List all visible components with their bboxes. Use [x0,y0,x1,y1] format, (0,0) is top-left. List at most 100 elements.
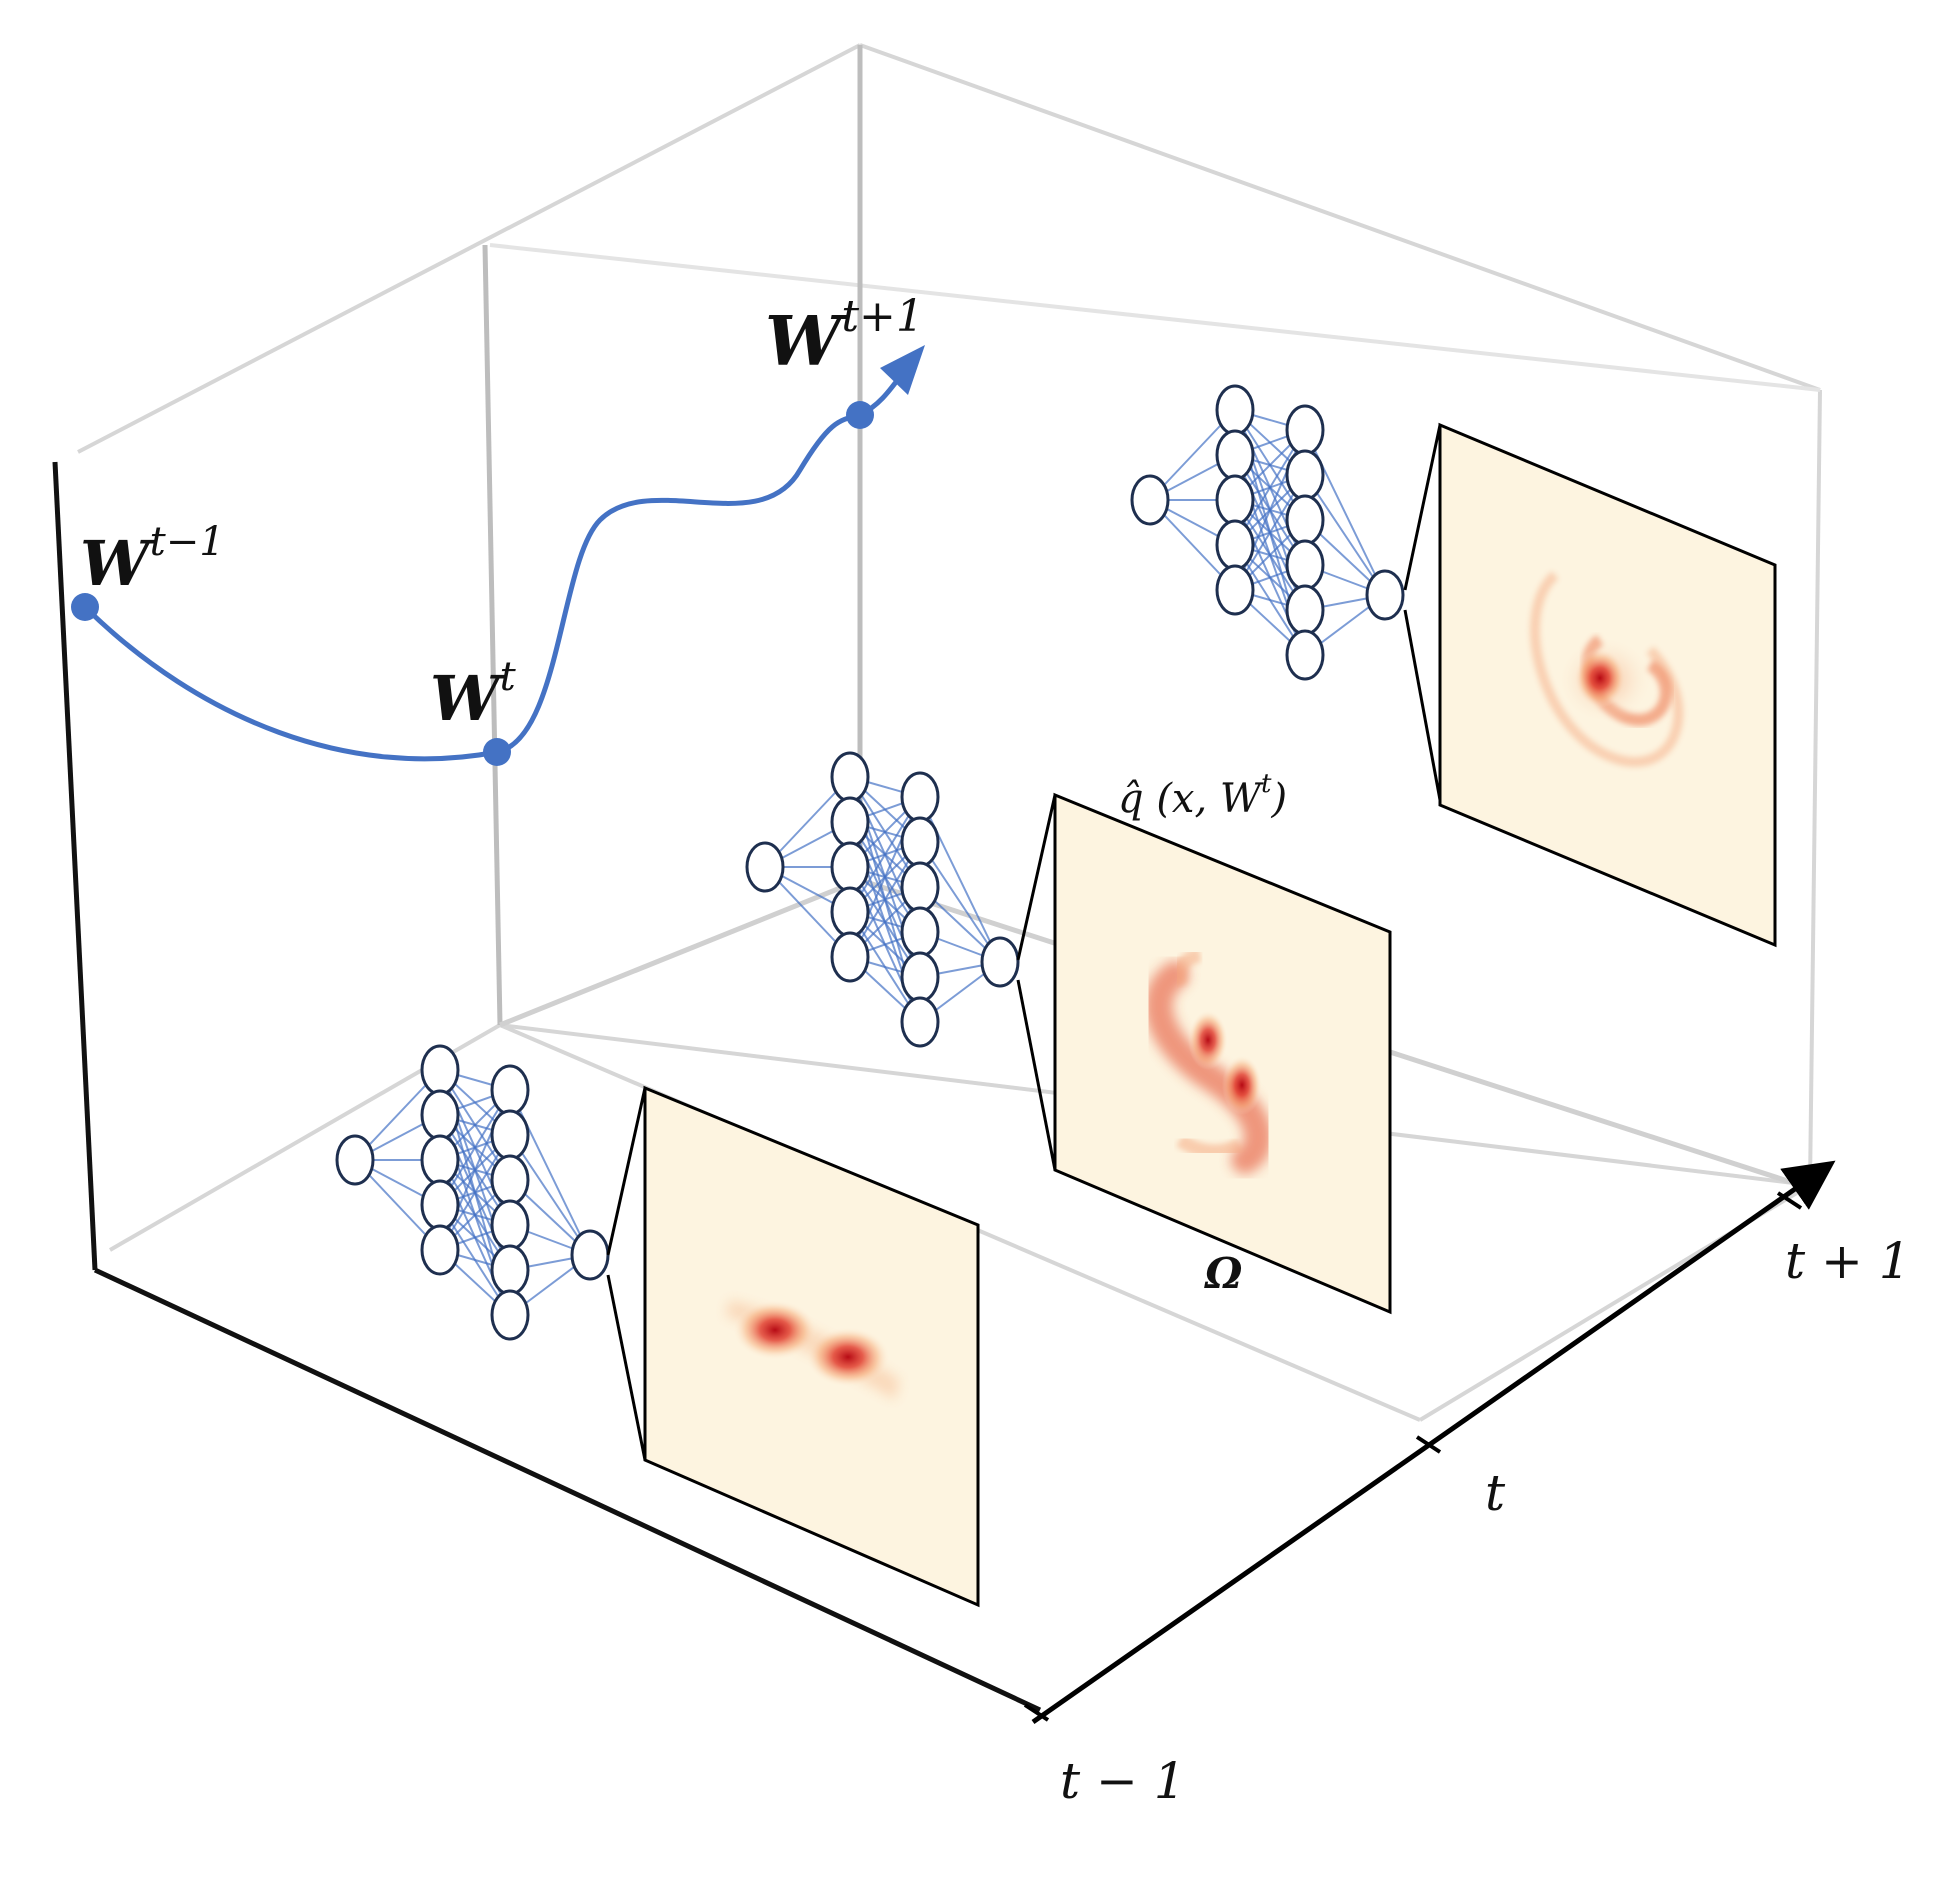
network-prev-node-layer-1 [420,1179,460,1231]
box-right-edge [1808,389,1822,1186]
density-panel-next [1403,422,1777,948]
network-prev-node-layer-1 [420,1089,460,1141]
weight-label-next-sup: t+1 [841,291,924,342]
panel-curr-density-tail-top [1172,948,1202,987]
box-mid-top-guide [489,243,1821,392]
weight-label-prev-base: W [80,527,155,600]
network-curr-node-layer-3 [980,936,1020,988]
network-prev-edge [509,1134,591,1256]
network-next-node-layer-1 [1215,564,1255,616]
panel-next-spiral-outer [1530,571,1684,767]
box-frame [52,43,1822,1713]
panel-curr-density-peak-2 [1222,1055,1262,1115]
weight-point-next [846,401,874,429]
network-prev [335,1044,610,1341]
panel-next-projection-bottom [1403,609,1442,801]
density-function-label-sup: t [1261,769,1272,799]
panel-next-density-peak [1574,648,1626,708]
network-curr-node-layer-1 [830,886,870,938]
network-next-edges [1149,409,1386,656]
network-next-node-layer-2 [1285,404,1325,456]
network-curr-edge [919,841,1001,963]
network-next-node-layer-2 [1285,629,1325,681]
panel-prev-density-peak-2 [806,1327,890,1387]
box-front-vertical [52,461,98,1271]
network-prev-node-layer-1 [420,1044,460,1096]
network-curr-node-layer-1 [830,751,870,803]
time-axis-tick-2 [1776,1191,1803,1210]
network-curr-node-layer-2 [900,816,940,868]
time-tick-label-2: t + 1 [1785,1232,1911,1290]
network-next-node-layer-1 [1215,474,1255,526]
network-curr-node-layer-2 [900,906,940,958]
time-axis-line [1031,1160,1836,1725]
network-next-edge [1304,474,1386,596]
box-mid-vertical [482,244,503,1026]
domain-omega-label: Ω [1204,1249,1243,1298]
network-next-node-layer-2 [1285,449,1325,501]
weight-label-next-base: W [765,302,847,382]
network-next-node-layer-2 [1285,494,1325,546]
box-front-floor-edge [93,1267,1042,1713]
network-next-node-layer-1 [1215,429,1255,481]
network-next-node-layer-2 [1285,539,1325,591]
network-prev-node-layer-2 [490,1244,530,1296]
network-curr-node-layer-0 [745,841,785,893]
trajectory-arrowhead [880,345,925,395]
weight-label-curr-sup: t [500,654,517,700]
network-prev-node-layer-2 [490,1064,530,1116]
density-panel-prev [606,1085,980,1608]
panel-curr-projection-top [1016,794,1057,961]
box-back-floor-left [499,877,861,1028]
neural-networks [335,384,1405,1341]
network-curr-node-layer-1 [830,841,870,893]
density-function-label-main: q̂ (x, W [1118,776,1264,822]
time-tick-label-1: t [1485,1464,1506,1522]
network-prev-node-layer-1 [420,1134,460,1186]
network-prev-node-layer-0 [335,1134,375,1186]
network-curr-node-layer-2 [900,861,940,913]
network-next-node-layer-2 [1285,584,1325,636]
weight-point-curr [483,738,511,766]
network-curr-edges [764,776,1001,1023]
weight-trajectory: Wt−1 Wt Wt+1 [71,291,925,766]
network-next-node-layer-1 [1215,384,1255,436]
network-next [1130,384,1405,681]
network-curr-node-layer-2 [900,996,940,1048]
weight-point-prev [71,593,99,621]
network-curr-node-layer-2 [900,951,940,1003]
density-function-label: q̂ (x, Wt) [1118,769,1287,822]
network-curr-node-layer-2 [900,771,940,823]
network-next-node-layer-1 [1215,519,1255,571]
time-axis-tick-1 [1415,1435,1442,1454]
weight-label-curr: Wt [430,654,517,735]
network-prev-node-layer-2 [490,1154,530,1206]
panel-curr-density-tail-bottom [1176,1134,1244,1159]
time-tick-label-0: t − 1 [1060,1752,1186,1810]
time-axis: t − 1 t t + 1 [1023,1160,1911,1810]
panel-prev-density-peak-1 [733,1300,817,1360]
density-panel-curr: q̂ (x, Wt) Ω [1016,769,1392,1315]
network-prev-node-layer-2 [490,1109,530,1161]
network-prev-node-layer-1 [420,1224,460,1276]
network-curr [745,751,1020,1048]
panel-curr-density [1144,948,1273,1174]
network-curr-node-layer-1 [830,931,870,983]
density-function-label-close: ) [1270,776,1287,822]
network-prev-node-layer-3 [570,1229,610,1281]
panel-next-projection-top [1403,424,1442,591]
network-prev-node-layer-2 [490,1199,530,1251]
network-next-node-layer-3 [1365,569,1405,621]
weight-label-prev-sup: t−1 [150,519,225,565]
network-next-node-layer-0 [1130,474,1170,526]
panel-curr-density-peak-1 [1188,1010,1228,1070]
panel-prev-projection-top [606,1087,647,1256]
panel-prev-density [725,1300,900,1400]
network-prev-node-layer-2 [490,1289,530,1341]
weight-label-curr-base: W [430,662,505,735]
weight-label-prev: Wt−1 [80,519,225,600]
network-prev-edges [354,1069,591,1316]
box-top-left-edge [77,43,861,454]
panel-next-density [1530,571,1684,767]
